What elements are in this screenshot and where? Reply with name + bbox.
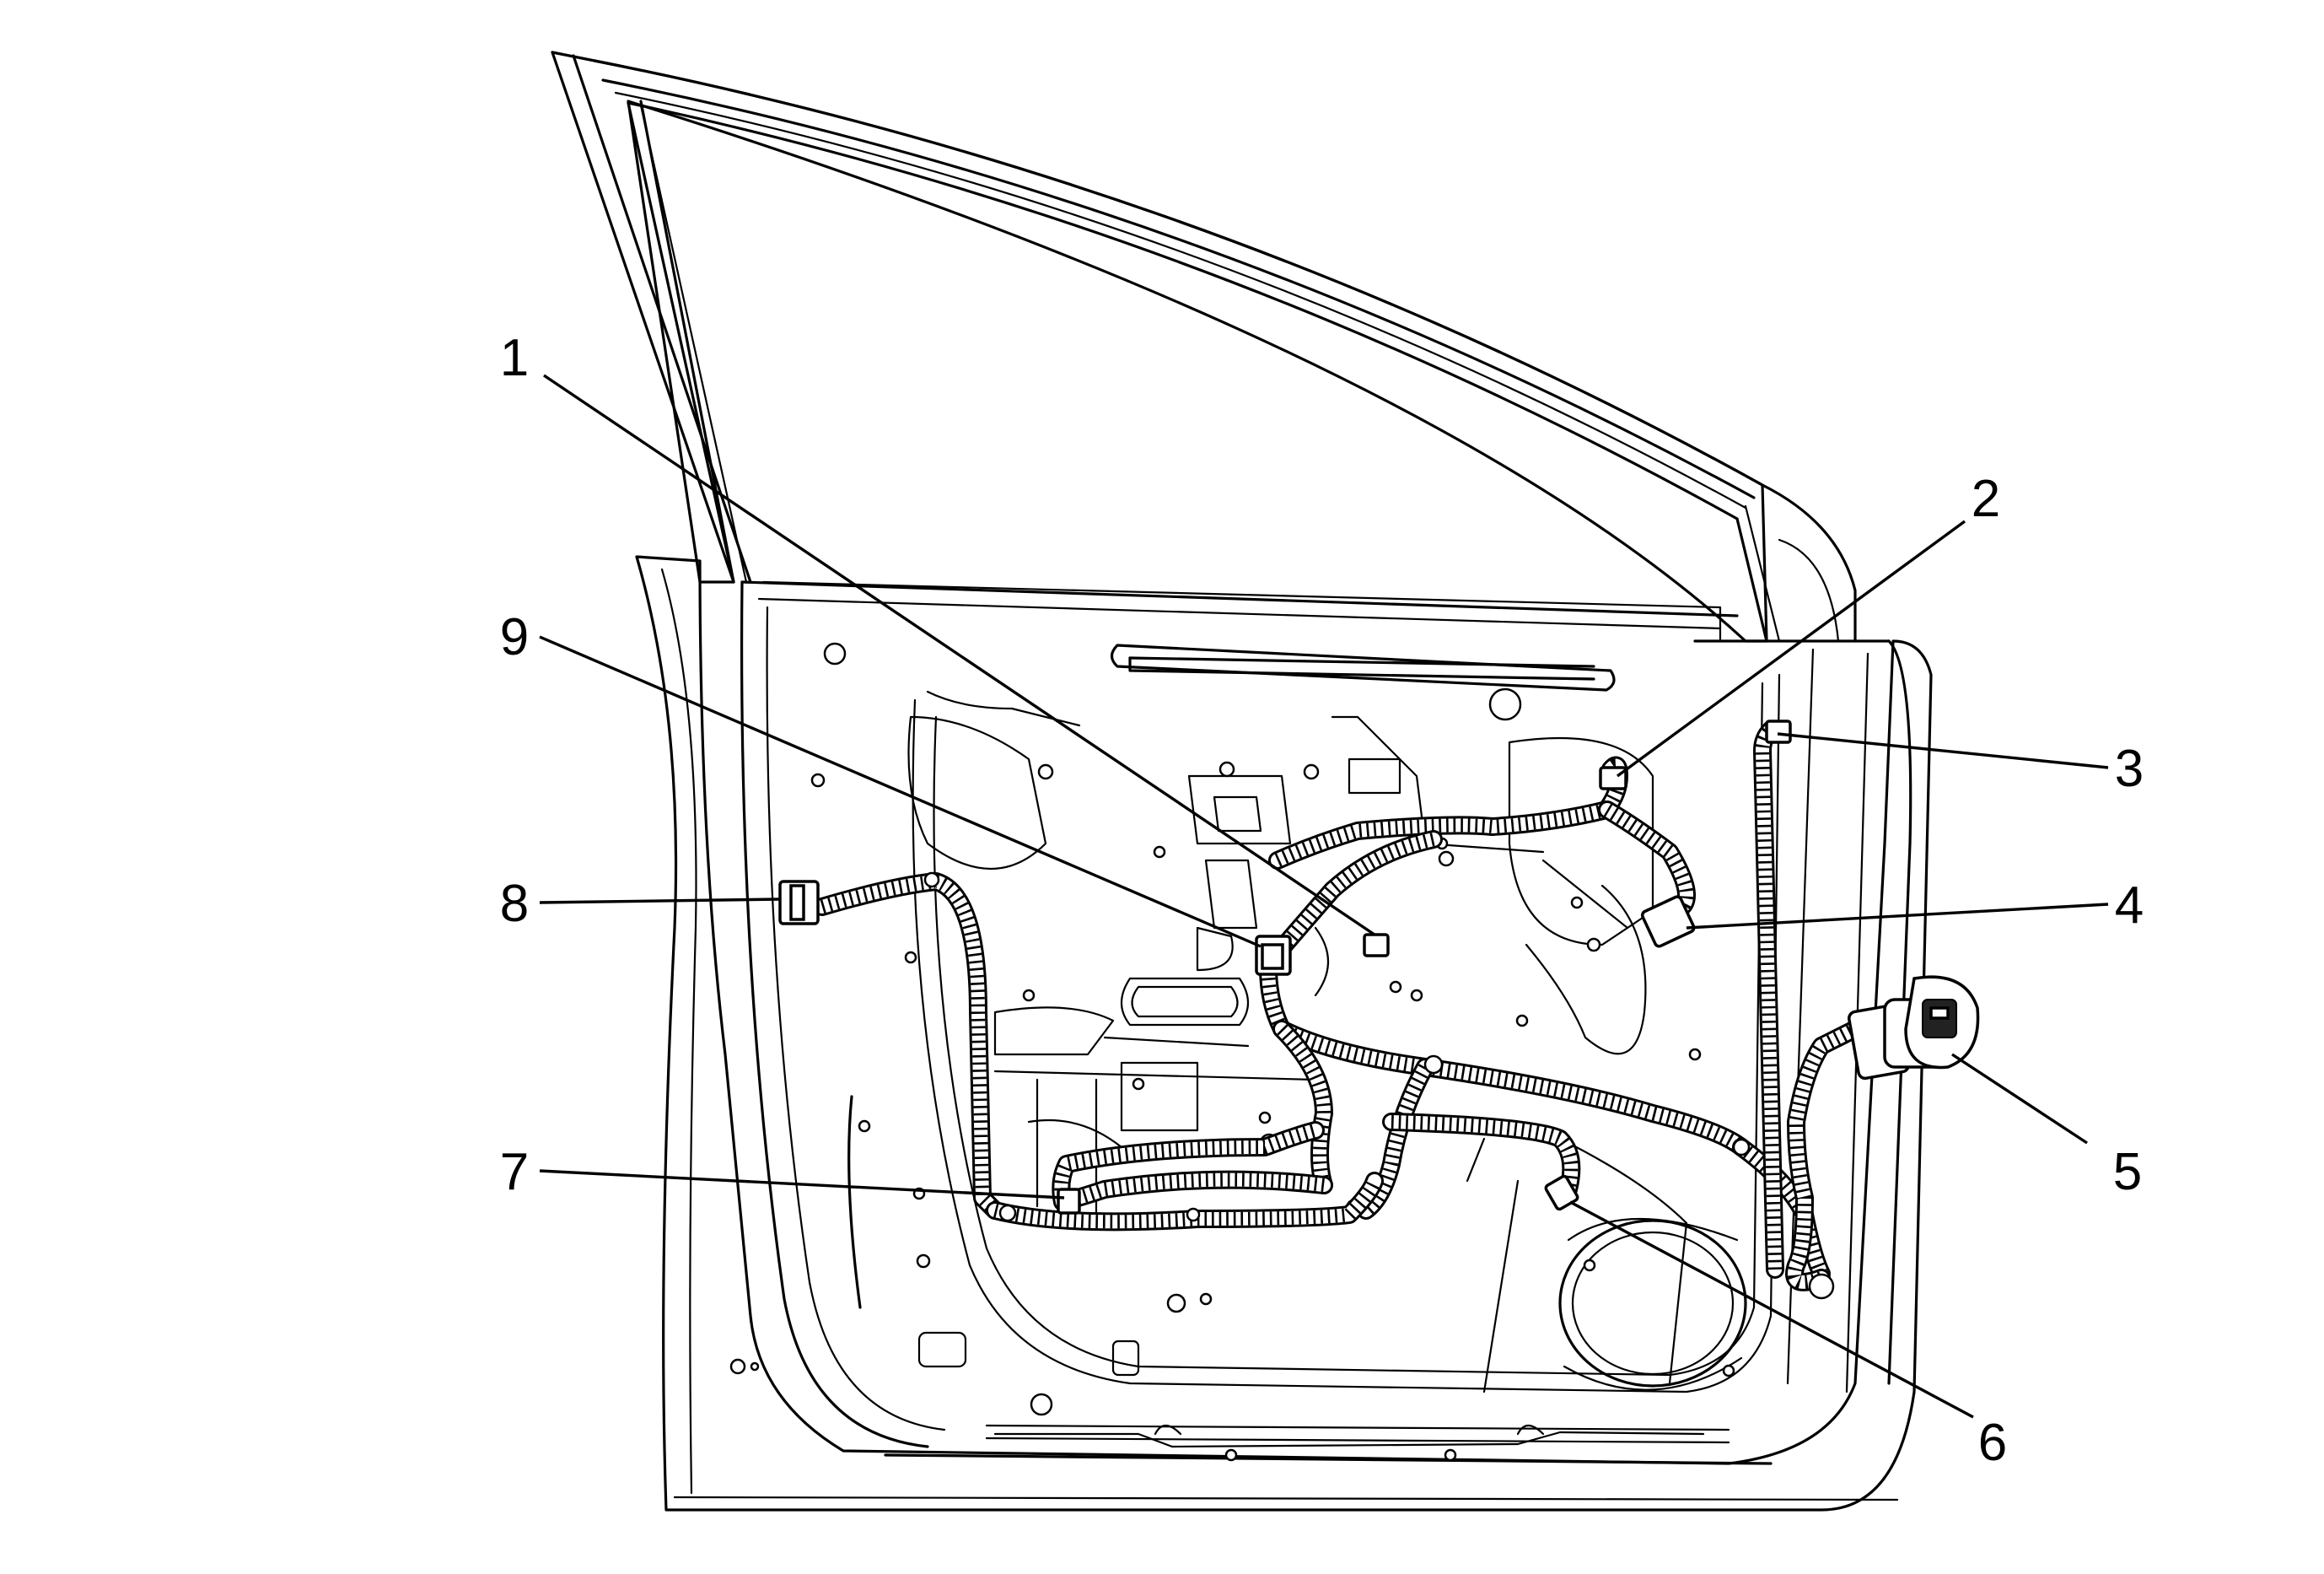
callout-6: 6 <box>1978 1414 2007 1472</box>
callout-2: 2 <box>1972 470 2000 528</box>
callout-8: 8 <box>500 875 529 933</box>
harness-segment-9 <box>1275 1022 1331 1192</box>
callout-7: 7 <box>500 1143 529 1201</box>
callout-1: 1 <box>500 329 529 387</box>
harness-segment-5 <box>1262 942 1748 1154</box>
harness-segment-12 <box>1054 1124 1325 1209</box>
callout-5: 5 <box>2113 1143 2142 1201</box>
harness-segment-1 <box>820 875 1000 1216</box>
callout-9: 9 <box>500 608 529 666</box>
speaker-opening <box>1558 1218 1747 1391</box>
harness-segment-2 <box>1271 758 1626 867</box>
access-slot <box>1110 644 1616 692</box>
window-frame <box>551 51 1857 643</box>
harness-segment-13 <box>988 1174 1381 1229</box>
harness-segment-2 <box>1274 758 1626 867</box>
harness-segment-11 <box>1391 1115 1579 1191</box>
harness-segment-10 <box>1359 1060 1432 1217</box>
harness-segment-8 <box>1788 1022 1859 1289</box>
harness-segment-3 <box>1271 833 1440 960</box>
callout-leaders <box>539 374 2109 1419</box>
wiring-harness <box>813 720 1864 1291</box>
callout-4: 4 <box>2115 876 2144 935</box>
callout-3: 3 <box>2115 740 2144 798</box>
lower-pocket-area <box>917 1331 1705 1448</box>
harness-segment-4 <box>1600 803 1693 914</box>
harness-connectors <box>778 720 1980 1300</box>
door-inner-panel <box>635 555 1933 1512</box>
callout-labels: 1 2 3 4 5 6 7 8 9 <box>500 329 2144 1472</box>
